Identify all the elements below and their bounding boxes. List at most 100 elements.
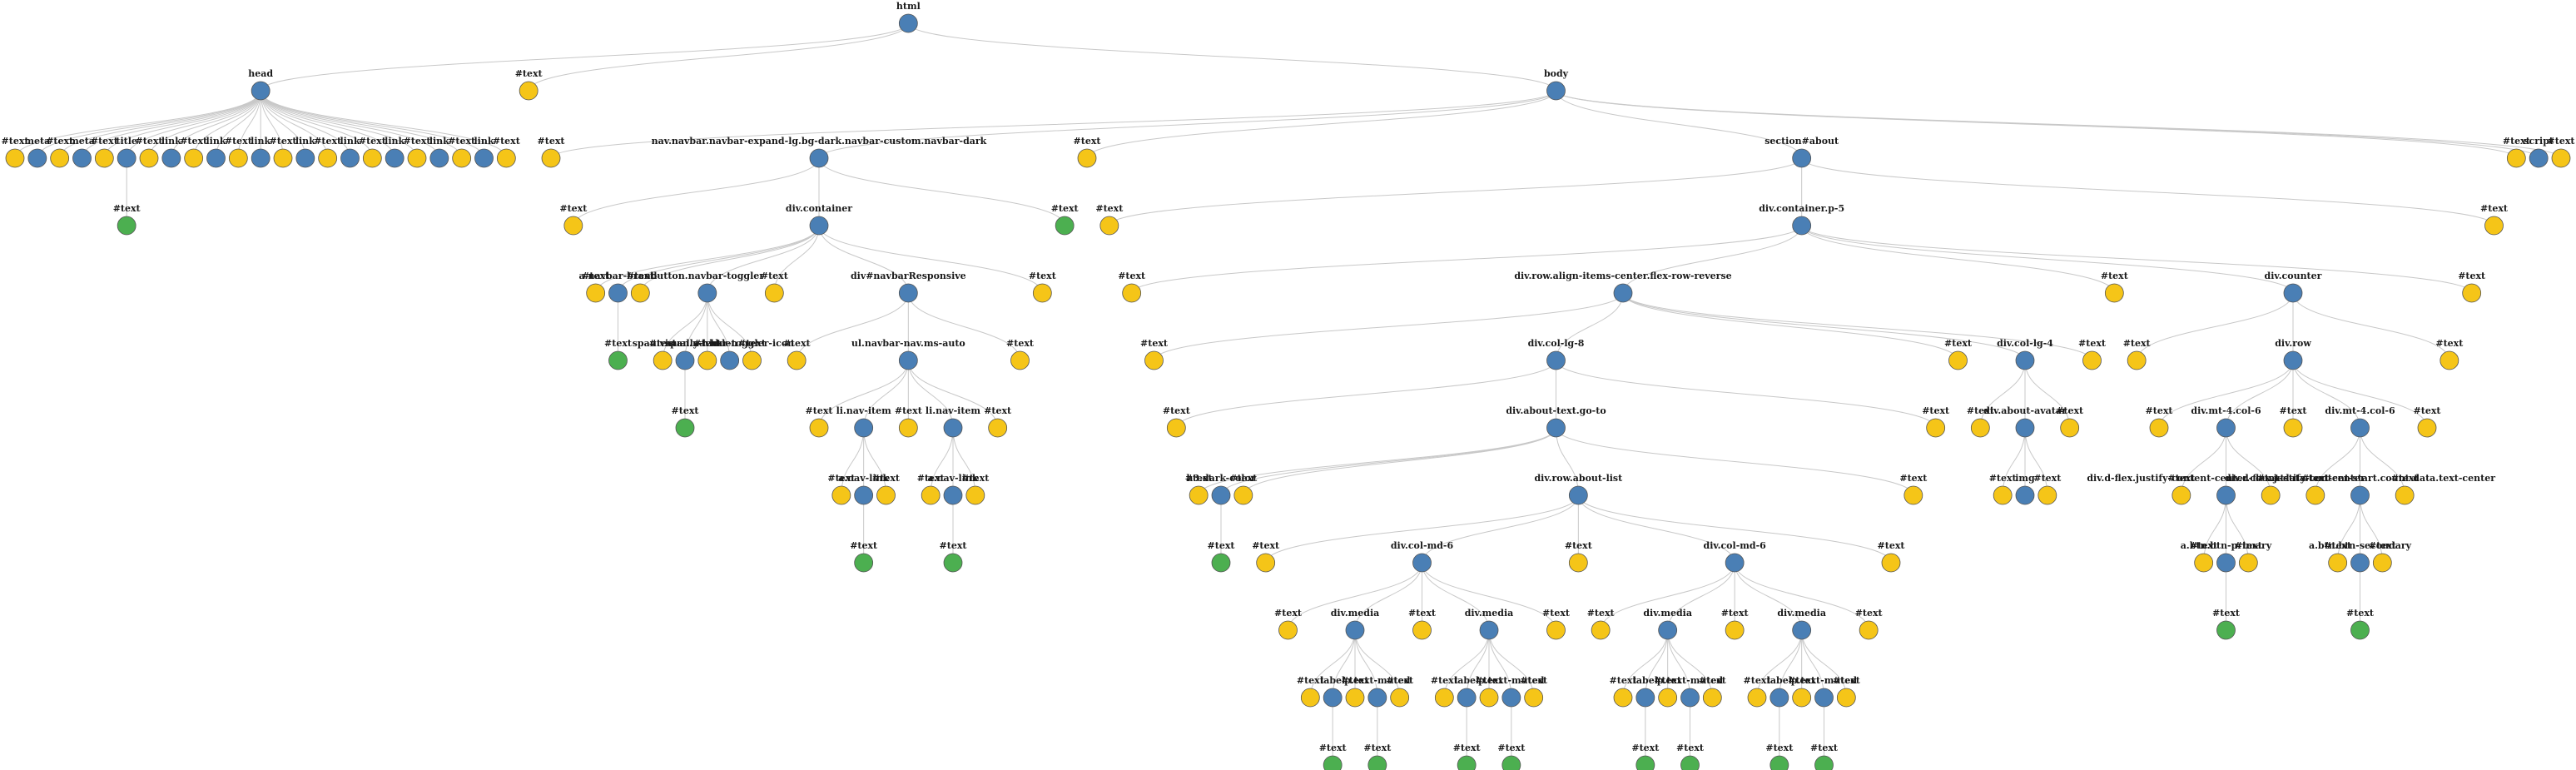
element-node-circle xyxy=(27,148,47,168)
element-node-circle xyxy=(1546,418,1566,438)
node-label: div.row.align-items-center.flex-row-reve… xyxy=(1514,271,1731,281)
tree-node-text: #text xyxy=(270,136,297,168)
tree-node-text: #text xyxy=(2301,473,2330,505)
node-label: img xyxy=(2015,473,2035,484)
tree-node-div-navbarresponsive: div#navbarResponsive xyxy=(851,271,966,303)
tree-node-text: #text xyxy=(1051,203,1080,236)
element-node-circle xyxy=(1323,688,1343,708)
text-node-circle xyxy=(1345,688,1365,708)
node-label: #text xyxy=(2078,338,2107,349)
tree-node-text: #text xyxy=(538,136,565,168)
leaf-text-node-circle xyxy=(1769,755,1789,770)
node-label: #text xyxy=(761,271,789,281)
tree-edge xyxy=(1667,629,1713,698)
node-label: #text xyxy=(1654,675,1682,686)
node-label: a.nav-link xyxy=(838,473,889,484)
tree-node-title: title xyxy=(116,136,137,168)
tree-edge xyxy=(1422,562,1490,631)
tree-node-head: head xyxy=(248,68,273,101)
tree-node-text: #text xyxy=(783,338,812,370)
node-label: #text xyxy=(2548,136,2576,147)
node-label: #text xyxy=(2503,136,2531,147)
node-label: #text xyxy=(2033,473,2062,484)
tree-node-li-nav-item: li.nav-item xyxy=(926,405,980,438)
tree-edge xyxy=(1556,90,2562,159)
tree-node-text: #text xyxy=(1899,473,1928,505)
text-node-circle xyxy=(921,485,941,505)
tree-edge xyxy=(1086,90,1556,159)
text-node-circle xyxy=(1591,620,1611,640)
tree-node-text: #text xyxy=(1095,203,1124,236)
element-node-circle xyxy=(854,418,874,438)
node-label: div.d-flex.justify-content-start.count-d… xyxy=(2225,473,2495,484)
text-node-circle xyxy=(541,148,561,168)
tree-edge xyxy=(260,90,440,159)
node-label: li.nav-item xyxy=(836,405,892,416)
node-label: #text xyxy=(1185,473,1214,484)
node-label: html xyxy=(896,1,921,12)
element-node-circle xyxy=(1568,485,1588,505)
leaf-text-node-circle xyxy=(1367,755,1387,770)
tree-edge xyxy=(1198,427,1556,496)
text-node-circle xyxy=(742,350,762,370)
tree-edge xyxy=(1309,629,1356,698)
text-node-circle xyxy=(764,283,784,303)
tree-node-text: #text xyxy=(1967,405,1995,438)
text-node-circle xyxy=(2372,553,2392,573)
tree-node-text: #text xyxy=(2548,136,2576,168)
text-node-circle xyxy=(407,148,427,168)
node-label: #text xyxy=(1497,743,1526,753)
tree-edge xyxy=(952,427,976,496)
text-node-circle xyxy=(2238,553,2258,573)
element-node-circle xyxy=(2015,485,2035,505)
text-node-circle xyxy=(1613,688,1633,708)
tree-node-link: link xyxy=(251,136,271,168)
node-label: #text xyxy=(1363,743,1392,753)
node-label: #text xyxy=(783,338,812,349)
tree-node-text: #text xyxy=(2212,608,2241,640)
element-node-circle xyxy=(2216,553,2236,573)
leaf-text-node-circle xyxy=(1055,216,1075,236)
tree-node-text: #text xyxy=(1699,675,1727,708)
node-label: a.navbar-brand xyxy=(579,271,658,281)
tree-edge xyxy=(1756,629,1803,698)
text-node-circle xyxy=(2462,283,2482,303)
text-node-circle xyxy=(1568,553,1588,573)
leaf-text-node-circle xyxy=(854,553,874,573)
tree-node-text: #text xyxy=(1140,338,1169,370)
tree-edge xyxy=(1109,157,1803,226)
text-node-circle xyxy=(2283,418,2303,438)
tree-node-text: #text xyxy=(940,540,967,573)
element-node-circle xyxy=(1345,620,1365,640)
tree-node-link: link xyxy=(340,136,360,168)
node-label: #text xyxy=(2235,540,2263,551)
tree-node-text: #text xyxy=(1252,540,1280,573)
tree-node-div-mt-4-col-6: div.mt-4.col-6 xyxy=(2191,405,2261,438)
tree-edge xyxy=(707,225,820,294)
node-label: #text xyxy=(1095,203,1124,214)
element-node-circle xyxy=(2350,553,2370,573)
tree-edge xyxy=(260,90,373,159)
node-label: link xyxy=(295,136,315,147)
element-node-circle xyxy=(720,350,740,370)
node-label: #text xyxy=(2123,338,2152,349)
node-label: button.navbar-toggler xyxy=(651,271,765,281)
tree-edge xyxy=(59,90,261,159)
leaf-text-node-circle xyxy=(1501,755,1521,770)
node-label: #text xyxy=(1029,271,1057,281)
tree-node-text: #text xyxy=(1788,675,1816,708)
tree-node-text: #text xyxy=(1542,608,1571,640)
tree-node-text: #text xyxy=(1497,743,1526,770)
tree-edge xyxy=(907,22,1556,92)
tree-edge xyxy=(237,90,261,159)
tree-node-text: #text xyxy=(2435,338,2464,370)
tree-node-text: #text xyxy=(2414,405,2441,438)
tree-node-link: link xyxy=(429,136,449,168)
text-node-circle xyxy=(2551,148,2571,168)
tree-edge xyxy=(1734,562,1869,631)
tree-edge xyxy=(1622,629,1669,698)
node-label: #text xyxy=(1765,743,1794,753)
tree-edge xyxy=(2024,427,2048,496)
tree-node-div-col-md-6: div.col-md-6 xyxy=(1704,540,1766,573)
